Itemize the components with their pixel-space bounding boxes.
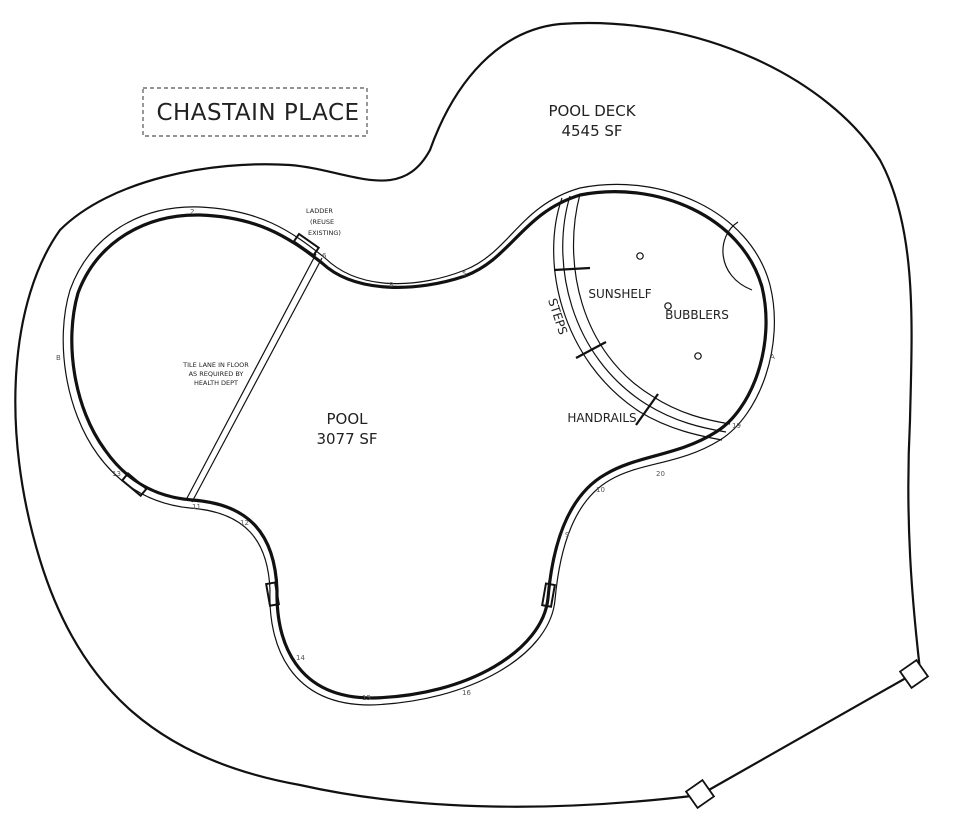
sunshelf-label: SUNSHELF bbox=[588, 287, 651, 301]
station-label: 11 bbox=[192, 503, 201, 511]
pool-area: 3077 SF bbox=[316, 430, 377, 448]
tile-lane-label-line-1: TILE LANE IN FLOOR bbox=[182, 361, 249, 369]
station-label: 15 bbox=[362, 694, 371, 702]
tile-lane-label-line-3: HEALTH DEPT bbox=[194, 379, 238, 387]
deck-post-markers bbox=[684, 658, 930, 810]
ladder-marks bbox=[120, 232, 556, 608]
pool-deck-area: 4545 SF bbox=[561, 122, 622, 140]
bubbler-markers bbox=[636, 252, 702, 360]
pool-label: POOL bbox=[326, 410, 368, 428]
station-label: 12 bbox=[240, 519, 249, 527]
station-label: 16 bbox=[462, 689, 471, 697]
station-label: 2 bbox=[190, 208, 194, 216]
steps-label: STEPS bbox=[545, 297, 570, 337]
title-box: CHASTAIN PLACE bbox=[142, 87, 368, 137]
ladder-label-line-1: LADDER bbox=[306, 207, 333, 215]
station-label: 13 bbox=[112, 470, 121, 478]
pool-deck-label: POOL DECK bbox=[548, 102, 636, 120]
station-markers: A B 2 5 6 8 9 10 11 12 13 14 15 16 19 20 bbox=[56, 208, 775, 702]
station-label: B bbox=[56, 354, 61, 362]
pool-outline bbox=[70, 190, 768, 700]
handrail-marks bbox=[553, 266, 659, 426]
station-label: 8 bbox=[389, 281, 393, 289]
pool-coping-line bbox=[62, 183, 775, 706]
handrails-label: HANDRAILS bbox=[567, 411, 636, 425]
tile-lane bbox=[185, 253, 323, 503]
station-label: 6 bbox=[322, 252, 327, 260]
station-label: 20 bbox=[656, 470, 665, 478]
station-label: 19 bbox=[732, 422, 741, 430]
pool-deck-outline bbox=[14, 21, 922, 808]
page-title: CHASTAIN PLACE bbox=[156, 100, 359, 126]
ladder-label-line-3: EXISTING) bbox=[308, 229, 341, 237]
ladder-label-line-2: (REUSE bbox=[310, 218, 334, 226]
station-label: 9 bbox=[565, 531, 569, 539]
sunshelf-feature bbox=[722, 221, 753, 291]
tile-lane-label-line-2: AS REQUIRED BY bbox=[189, 370, 244, 378]
station-label: 14 bbox=[296, 654, 305, 662]
bubblers-label: BUBBLERS bbox=[665, 308, 729, 322]
station-label: 5 bbox=[462, 270, 466, 278]
station-label: 10 bbox=[596, 486, 605, 494]
steps-arcs bbox=[553, 193, 731, 441]
station-label: A bbox=[770, 353, 775, 361]
